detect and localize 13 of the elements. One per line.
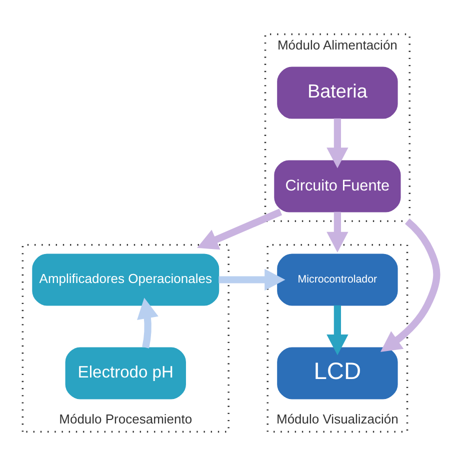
node-box: Circuito Fuente [274,160,401,212]
arrow [218,268,286,291]
node-box: Electrodo pH [65,347,186,400]
node-box: LCD [277,347,398,400]
arrow [197,208,282,250]
arrow [326,305,348,356]
arrow [380,218,440,352]
node-box: Bateria [277,66,398,119]
node-box: Microcontrolador [277,254,398,306]
arrow [326,118,348,168]
node-box: Amplificadores Operacionales [32,254,220,306]
arrow [137,298,158,348]
arrow [326,212,348,252]
